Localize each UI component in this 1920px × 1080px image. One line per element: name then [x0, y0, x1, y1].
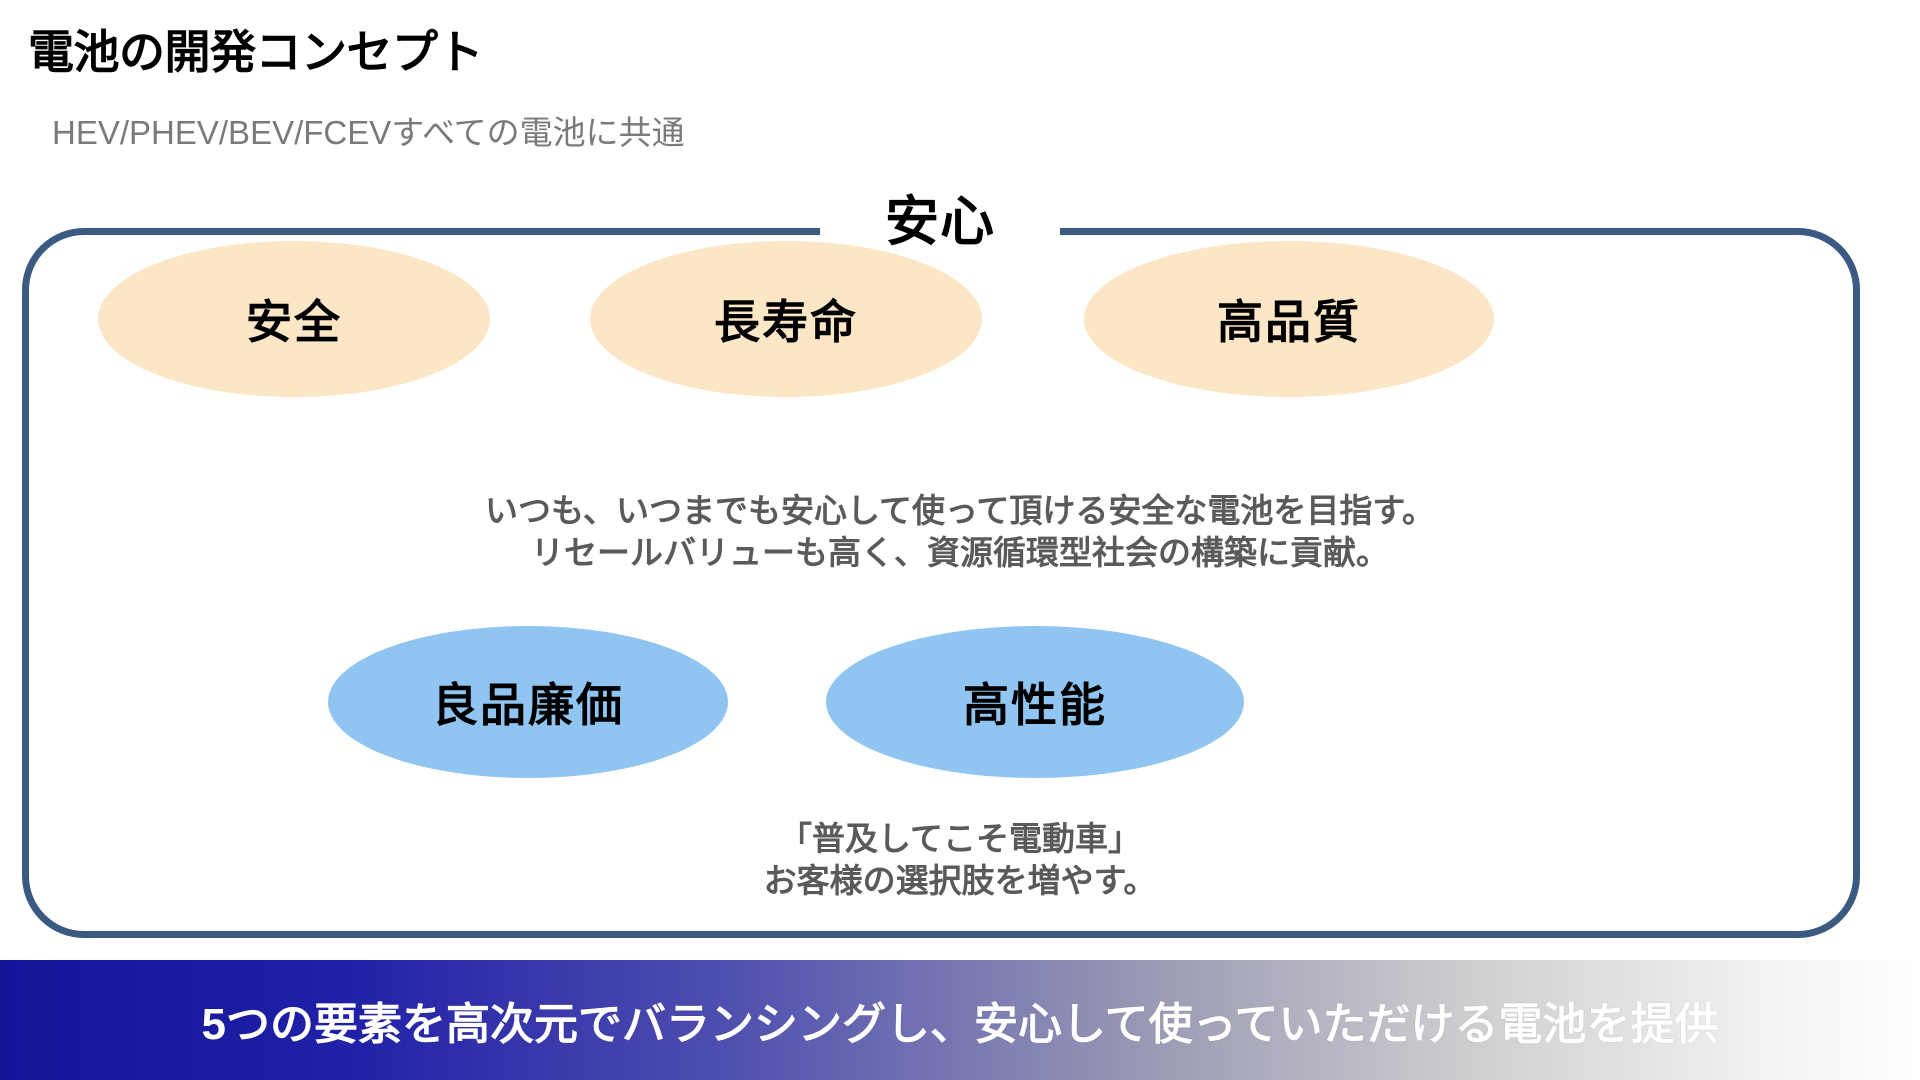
concept-ellipse-label: 良品廉価: [432, 679, 624, 731]
concept-ellipse-label: 高性能: [963, 679, 1107, 731]
concept-ellipse-affordable: 良品廉価: [328, 626, 728, 778]
concept-ellipse-label: 長寿命: [714, 296, 858, 348]
page-title: 電池の開発コンセプト: [28, 26, 484, 78]
caption-line: リセールバリューも高く、資源循環型社会の構築に貢献。: [531, 534, 1389, 572]
page-subtitle: HEV/PHEV/BEV/FCEVすべての電池に共通: [52, 114, 685, 151]
concept-ellipse-high-performance: 高性能: [826, 626, 1244, 778]
frame-border-gap: [820, 222, 1060, 246]
caption-line: いつも、いつまでも安心して使って頂ける安全な電池を目指す。: [484, 492, 1436, 529]
bottom-banner-text: 5つの要素を高次元でバランシングし、安心して使っていただける電池を提供: [201, 1000, 1719, 1049]
concept-ellipse-label: 安全: [246, 296, 342, 348]
bottom-banner: 5つの要素を高次元でバランシングし、安心して使っていただける電池を提供: [0, 960, 1920, 1080]
caption-line: 「普及してこそ電動車」: [778, 820, 1141, 857]
frame-badge-label: 安心: [885, 192, 995, 252]
concept-ellipse-high-quality: 高品質: [1084, 241, 1494, 397]
warm-group-caption: いつも、いつまでも安心して使って頂ける安全な電池を目指す。 リセールバリューも高…: [0, 490, 1920, 574]
concept-ellipse-long-life: 長寿命: [590, 241, 982, 397]
concept-ellipse-label: 高品質: [1217, 296, 1361, 348]
concept-ellipse-safety: 安全: [98, 241, 490, 397]
caption-line: お客様の選択肢を増やす。: [763, 862, 1157, 900]
cool-group-caption: 「普及してこそ電動車」 お客様の選択肢を増やす。: [0, 818, 1920, 902]
